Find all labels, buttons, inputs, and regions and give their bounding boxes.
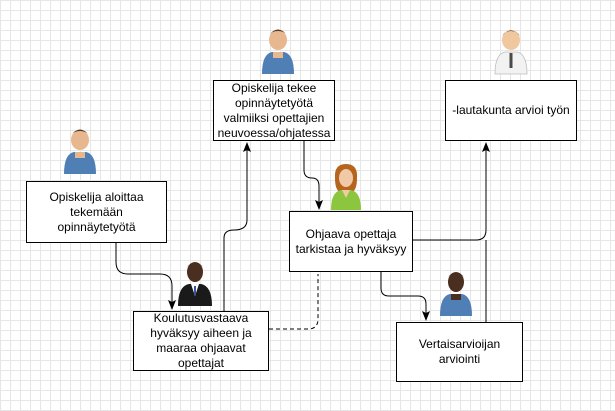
- student-avatar-icon: [262, 29, 294, 74]
- step-label: Opiskelija tekee opinnäytetyötä valmiiks…: [217, 80, 331, 140]
- edge-coordinator-to-working: [223, 142, 251, 311]
- step-label: -lautakunta arvioi työn: [452, 103, 570, 117]
- edge-working-to-supervisor: [303, 141, 323, 210]
- step-coordinator-approves: Koulutusvastaava hyväksyy aiheen ja maar…: [133, 311, 269, 371]
- edge-supervisor-to-board: [413, 142, 490, 241]
- teacher-avatar-icon: [331, 164, 361, 210]
- coordinator-avatar-icon: [178, 262, 212, 306]
- step-label: Ohjaava opettaja tarkistaa ja hyväksyy: [295, 226, 407, 256]
- step-student-works: Opiskelija tekee opinnäytetyötä valmiiks…: [213, 80, 335, 141]
- evaluator-avatar-icon: [494, 30, 528, 75]
- step-student-starts: Opiskelija aloittaa tekemään opinnäytety…: [26, 181, 167, 243]
- step-label: Opiskelija aloittaa tekemään opinnäytety…: [49, 189, 144, 234]
- step-label: Koulutusvastaava hyväksyy aiheen ja maar…: [150, 311, 252, 370]
- step-label: Vertaisarvioijan arviointi: [418, 337, 501, 366]
- step-supervisor-approves: Ohjaava opettaja tarkistaa ja hyväksyy: [289, 211, 413, 272]
- step-peer-review: Vertaisarvioijan arviointi: [396, 322, 523, 382]
- step-board-evaluates: -lautakunta arvioi työn: [445, 80, 577, 141]
- peer-avatar-icon: [440, 272, 472, 316]
- edge-coordinator-to-supervisor-dashed: [269, 274, 319, 330]
- edge-start-to-coordinator: [115, 243, 176, 310]
- student-avatar-icon: [64, 129, 96, 174]
- edge-supervisor-to-peer: [380, 272, 430, 321]
